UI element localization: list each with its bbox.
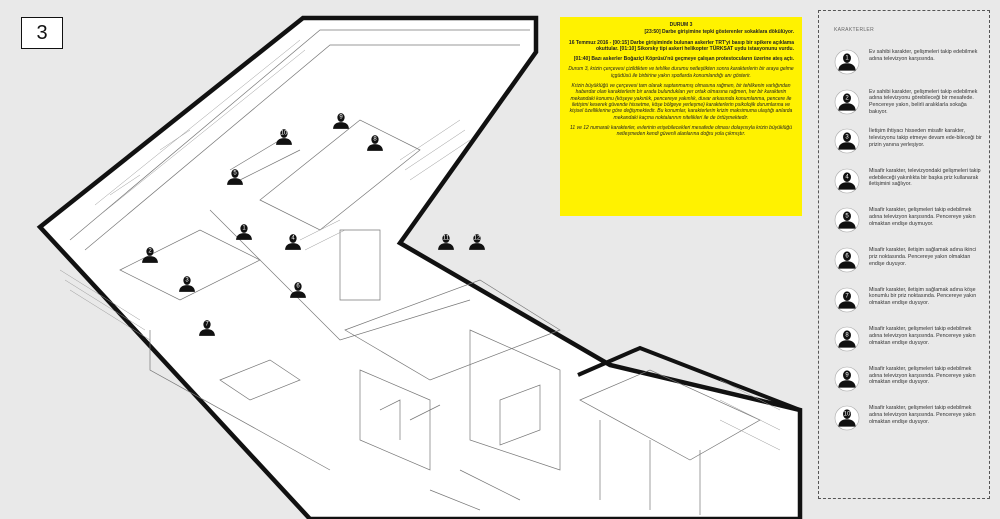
character-icon: 5 (834, 208, 860, 233)
character-icon: 2 (834, 89, 860, 114)
scenario-info-box: DURUM 3 [23:50] Darbe girişimine tepki g… (560, 17, 802, 216)
character-marker-icon: 9 (834, 366, 860, 392)
floor-plan-outline (36, 15, 803, 519)
svg-text:2: 2 (148, 249, 152, 255)
legend-item-text: Misafir karakter, iletişim sağlamak adın… (869, 247, 977, 267)
legend-title: KARAKTERLER (834, 27, 874, 33)
svg-text:4: 4 (291, 236, 295, 242)
info-event: [01:40] Bazı askerler Boğaziçi Köprüsü'n… (573, 56, 794, 63)
svg-text:9: 9 (339, 115, 343, 121)
svg-text:5: 5 (233, 171, 237, 177)
legend-item: 4 Misafir karakter, televizyondaki gelişm… (833, 166, 983, 200)
svg-text:2: 2 (845, 95, 849, 101)
character-marker-icon: 4 (285, 234, 301, 250)
character-marker-icon: 1 (834, 49, 860, 75)
scenario-number-badge: 3 (21, 17, 63, 49)
legend-item-text: Misafir karakter, gelişmeleri takip edeb… (869, 207, 976, 227)
character-icon: 8 (834, 326, 860, 352)
character-marker-icon: 5 (834, 208, 860, 233)
legend-item: 6 Misafir karakter, iletişim sağlamak adı… (833, 245, 983, 279)
info-heading: DURUM 3 (669, 22, 693, 28)
svg-text:9: 9 (845, 372, 849, 378)
svg-text:8: 8 (373, 137, 377, 143)
info-event: 16 Temmuz 2016 - [00:15] Darbe girişimin… (568, 39, 794, 52)
characters-legend: KARAKTERLER 1 Ev sahibi karakter, gelişme… (818, 10, 990, 499)
character-icon: 6 (834, 247, 860, 273)
legend-item-text: İletişim ihtiyacı hisseden misafir karak… (869, 128, 982, 148)
character-marker-icon: 9 (333, 113, 349, 129)
legend-item-text: Misafir karakter, gelişmeleri takip edeb… (869, 365, 976, 386)
character-marker-icon: 1 (236, 224, 252, 240)
svg-text:6: 6 (845, 253, 849, 259)
character-marker-icon: 2 (834, 89, 860, 114)
svg-text:5: 5 (845, 214, 849, 220)
svg-text:3: 3 (845, 135, 849, 141)
svg-text:1: 1 (845, 55, 849, 61)
svg-text:3: 3 (185, 278, 189, 284)
svg-text:7: 7 (205, 322, 209, 328)
svg-text:8: 8 (845, 333, 849, 339)
legend-item: 9 Misafir karakter, gelişmeleri takip ede… (833, 364, 983, 398)
character-marker-icon: 11 (438, 234, 454, 250)
info-event: [23:50] Darbe girişimine tepki gösterenl… (644, 29, 795, 36)
legend-item: 8 Misafir karakter, gelişmeleri takip ede… (833, 324, 983, 358)
legend-item-text: Misafir karakter, gelişmeleri takip edeb… (869, 326, 976, 346)
character-marker-icon: 6 (290, 282, 306, 298)
character-icon: 4 (834, 168, 860, 194)
legend-item: 5 Misafir karakter, gelişmeleri takip ede… (833, 205, 983, 239)
svg-text:12: 12 (474, 236, 481, 242)
svg-text:10: 10 (281, 131, 288, 137)
character-icon: 3 (834, 128, 860, 154)
character-marker-icon: 6 (834, 247, 860, 273)
legend-item-text: Misafir karakter, gelişmeleri takip edeb… (869, 405, 976, 425)
character-marker-icon: 7 (199, 320, 215, 336)
svg-text:10: 10 (844, 412, 851, 418)
character-marker-icon: 4 (834, 168, 860, 194)
legend-item: 7 Misafir karakter, iletişim sağlamak adı… (833, 285, 983, 319)
character-icon: 1 (834, 49, 860, 75)
legend-item-text: Ev sahibi karakter, gelişmeleri takip ed… (869, 88, 978, 115)
svg-text:1: 1 (242, 226, 246, 232)
character-marker-icon: 7 (834, 287, 860, 312)
info-paragraph: Krizin büyüklüğü ve çerçevesi tam olarak… (569, 83, 793, 121)
svg-text:6: 6 (296, 284, 300, 290)
character-marker-icon: 8 (834, 326, 860, 352)
legend-item: 1 Ev sahibi karakter, gelişmeleri takip e… (833, 47, 983, 81)
legend-item: 3 İletişim ihtiyacı hisseden misafir kara… (833, 126, 983, 160)
character-icon: 7 (834, 287, 860, 312)
character-marker-icon: 8 (367, 135, 383, 151)
character-marker-icon: 10 (276, 129, 292, 145)
svg-text:4: 4 (845, 174, 849, 180)
character-marker-icon: 3 (834, 128, 860, 154)
character-marker-icon: 5 (227, 169, 243, 185)
info-paragraph: Durum 3, krizin çerçevesi çizildikten ve… (568, 66, 794, 79)
legend-item-text: Misafir karakter, televizyondaki gelişme… (869, 167, 981, 188)
character-marker-icon: 2 (142, 247, 158, 263)
character-marker-icon: 3 (179, 276, 195, 292)
character-icon: 9 (834, 366, 860, 392)
legend-item: 2 Ev sahibi karakter, gelişmeleri takip e… (833, 87, 983, 121)
svg-text:7: 7 (845, 293, 849, 299)
character-marker-icon: 10 (834, 406, 860, 431)
legend-item: 10 Misafir karakter, gelişmeleri takip ed… (833, 403, 983, 437)
character-icon: 10 (834, 406, 860, 431)
svg-text:11: 11 (443, 236, 450, 242)
character-marker-icon: 12 (469, 234, 485, 250)
info-paragraph: 11 ve 12 numaralı karakterler, evlerinin… (570, 124, 792, 138)
legend-item-text: Misafir karakter, iletişim sağlamak adın… (869, 286, 977, 307)
legend-item-text: Ev sahibi karakter, gelişmeleri takip ed… (869, 49, 978, 62)
